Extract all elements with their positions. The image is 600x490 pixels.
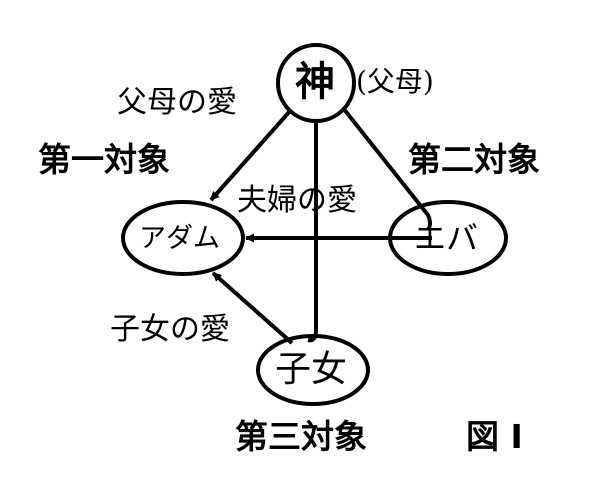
god-eve-line: [341, 106, 432, 232]
god-children-line: [307, 121, 318, 343]
god-node-label: 神: [295, 59, 335, 105]
children-node-ellipse: [256, 334, 370, 406]
childrens-love-label: 子女の愛: [110, 312, 230, 347]
conjugal-love-label: 夫婦の愛: [237, 183, 357, 218]
eve-node-label: エバ: [414, 219, 479, 257]
third-object-label: 第三対象: [235, 417, 367, 456]
children-node-label: 子女: [275, 349, 348, 390]
adam-node-label: アダム: [139, 223, 220, 254]
parental-love-label: 父母の愛: [117, 85, 237, 120]
figure-label: 図 I: [466, 417, 523, 456]
first-object-label: 第一対象: [38, 140, 170, 179]
parental-love-arrow: [209, 109, 292, 202]
god-annotation: (父母): [356, 65, 434, 98]
adam-node-ellipse: [121, 200, 245, 276]
second-object-label: 第二対象: [408, 140, 540, 179]
childrens-love-arrow: [211, 271, 294, 345]
